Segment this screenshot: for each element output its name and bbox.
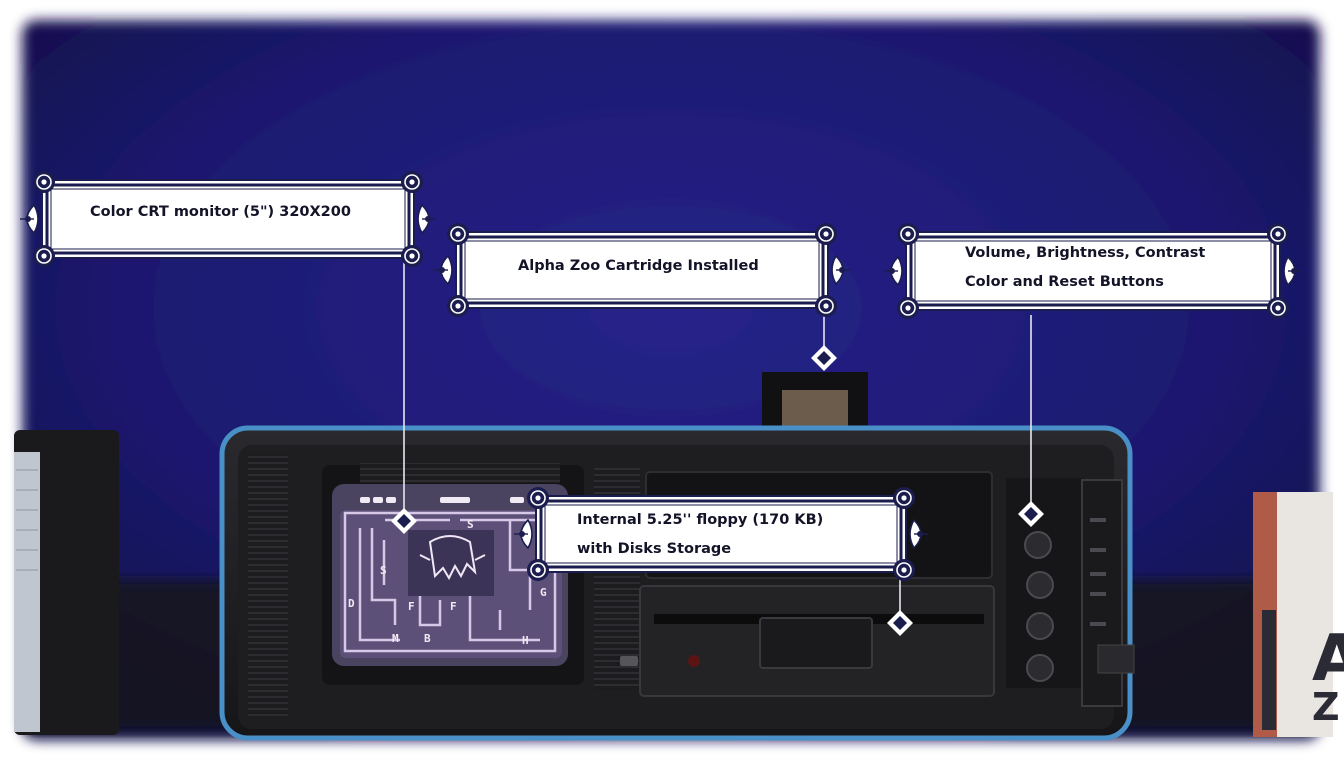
ornate-corner-icon [514,518,533,550]
drive-led [688,655,700,667]
ornate-corner-icon [527,487,549,509]
brightness-knob [1026,571,1054,599]
ornate-corner-icon [893,559,915,581]
ornate-corner-icon [897,223,919,245]
maze-letter-f-2: F [450,600,457,613]
maze-letter-h: H [522,634,529,647]
ornate-corner-icon [527,559,549,581]
ornate-corner-icon [909,518,928,550]
reset-button [1097,644,1135,674]
box-letter-a: A [1312,622,1344,696]
volume-knob [1024,531,1052,559]
creature-box [408,530,494,596]
ornate-corner-icon [815,295,837,317]
ornate-corner-icon [893,487,915,509]
box-letter-z: Z [1312,685,1340,729]
maze-letter-m: M [392,632,399,645]
ornate-corner-icon [884,255,903,287]
label-cartridge: Alpha Zoo Cartridge Installed [518,258,759,274]
ornate-corner-icon [815,223,837,245]
ornate-corner-icon [447,295,469,317]
label-crt-monitor: Color CRT monitor (5") 320X200 [90,204,351,220]
color-knob [1026,654,1054,682]
maze-letter-g: G [540,586,547,599]
floppy-lever [759,617,873,669]
ornate-corner-icon [33,245,55,267]
callout-controls [884,223,1302,319]
ornate-corner-icon [1267,223,1289,245]
label-floppy-line1: Internal 5.25'' floppy (170 KB) [577,512,824,528]
maze-letter-d: D [348,597,355,610]
maze-letter-s: S [380,564,387,577]
ornate-corner-icon [417,203,436,235]
maze-letter-f-1: F [408,600,415,613]
ornate-corner-icon [447,223,469,245]
label-floppy-line2: with Disks Storage [577,541,732,557]
left-box [14,430,119,735]
diamond-marker-icon [811,345,837,371]
callout-crt-monitor [20,171,436,267]
diamond-marker-icon [887,610,913,636]
callout-floppy [514,487,928,581]
ornate-corner-icon [401,245,423,267]
ornate-corner-icon [1267,297,1289,319]
contrast-knob [1026,612,1054,640]
diamond-marker-icon [391,508,417,534]
ornate-corner-icon [20,203,39,235]
ornate-corner-icon [401,171,423,193]
label-controls: Volume, Brightness, Contrast Color and R… [965,239,1205,297]
ornate-corner-icon [897,297,919,319]
diamond-marker-icon [1018,501,1044,527]
label-controls-line2: Color and Reset Buttons [965,274,1164,290]
label-floppy: Internal 5.25'' floppy (170 KB) with Dis… [577,506,823,564]
ornate-corner-icon [434,254,453,286]
maze-letter-s-top: S [467,518,474,531]
left-booklet [14,452,40,732]
ornate-corner-icon [831,254,850,286]
ornate-corner-icon [1283,255,1302,287]
label-controls-line1: Volume, Brightness, Contrast [965,245,1206,261]
callout-cartridge [434,223,850,317]
maze-letter-b: B [424,632,431,645]
ornate-corner-icon [33,171,55,193]
left-vents [248,455,288,717]
